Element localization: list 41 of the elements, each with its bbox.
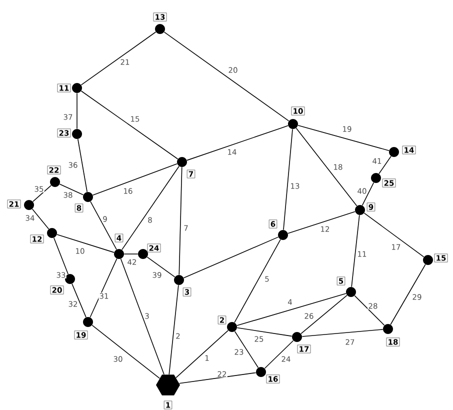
edge-line xyxy=(146,256,176,278)
edge-line xyxy=(183,236,279,278)
edge-line xyxy=(364,212,424,258)
edge-line xyxy=(76,92,78,130)
edge-line xyxy=(92,163,178,196)
edge-line xyxy=(362,182,374,206)
edge-line xyxy=(90,258,118,318)
edge-line xyxy=(390,264,426,325)
edge-line xyxy=(72,283,86,318)
edge-line xyxy=(288,211,356,234)
edge-line xyxy=(234,330,259,368)
edge-line xyxy=(56,234,114,253)
edge-line xyxy=(32,185,52,202)
edge-line xyxy=(164,32,290,122)
edge-line xyxy=(378,156,392,174)
edge-line xyxy=(296,128,358,206)
edge-line xyxy=(80,90,178,160)
edge-line xyxy=(300,294,348,334)
edge-line xyxy=(32,208,50,230)
edge-line xyxy=(54,237,68,275)
edge-line xyxy=(236,293,346,326)
edge-line xyxy=(178,166,182,276)
edge-line xyxy=(234,239,281,323)
edge-line xyxy=(264,340,294,369)
edge-line xyxy=(302,329,384,337)
edge-line xyxy=(176,330,229,378)
edge-line xyxy=(236,327,292,337)
edge-line xyxy=(78,138,88,192)
edge-line xyxy=(186,125,288,161)
edge-line xyxy=(351,214,360,288)
edge-line xyxy=(298,125,390,151)
edge-line xyxy=(59,184,84,196)
edge-line xyxy=(168,284,179,375)
edge-line xyxy=(92,324,160,379)
edge-line xyxy=(122,166,180,250)
edge-line xyxy=(354,295,385,326)
edge-line xyxy=(90,201,117,250)
edge-line xyxy=(120,258,164,375)
edge-line xyxy=(178,372,256,384)
edge-line xyxy=(283,128,293,230)
edge-line xyxy=(80,32,156,86)
